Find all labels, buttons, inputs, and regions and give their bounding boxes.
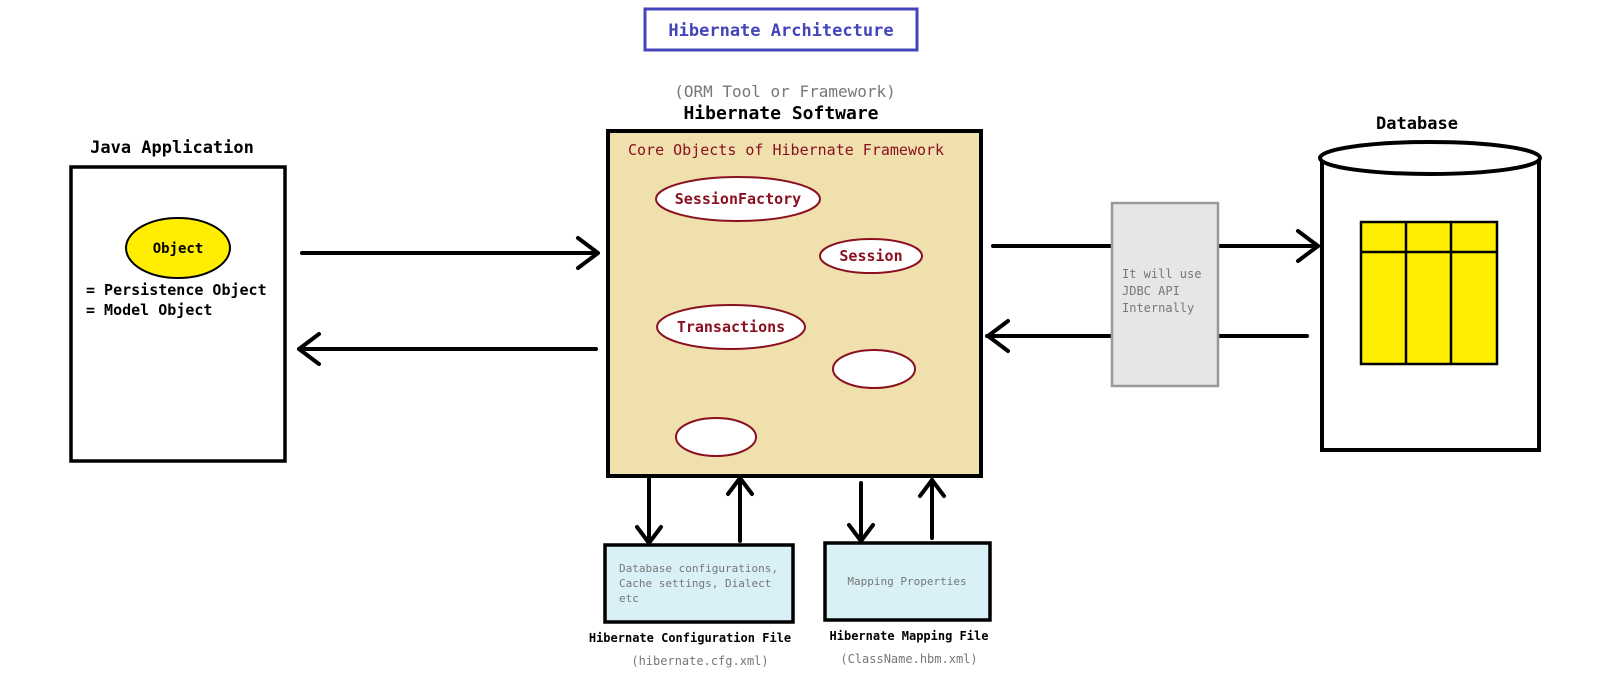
config-file-label: Hibernate Configuration File (589, 631, 791, 645)
config-file-name: (hibernate.cfg.xml) (631, 654, 768, 668)
sessionfactory-label: SessionFactory (675, 190, 801, 208)
config-line-2: Cache settings, Dialect (619, 577, 771, 590)
mapping-file-name: (ClassName.hbm.xml) (840, 652, 977, 666)
jdbc-note-box (1110, 201, 1220, 388)
session-ellipse (819, 238, 923, 274)
arrow-hibernate-to-mapping-head (847, 523, 875, 543)
database-cylinder-top (1318, 140, 1542, 176)
arrow-jdbc-to-hibernate-head (986, 319, 1010, 353)
diagram-title: Hibernate Architecture (668, 21, 893, 41)
persistence-object-text: = Persistence Object (86, 281, 267, 299)
java-app-box (69, 165, 287, 463)
title-box (643, 7, 919, 52)
object-ellipse (125, 217, 231, 279)
jdbc-note-line-1: It will use (1122, 267, 1201, 281)
mapping-file-label: Hibernate Mapping File (830, 629, 989, 643)
jdbc-note-line-3: Internally (1122, 301, 1194, 315)
empty-core-object-ellipse (675, 417, 757, 457)
model-object-text: = Model Object (86, 301, 212, 319)
mapping-file-box (823, 541, 992, 622)
jdbc-note-line-2: JDBC API (1122, 284, 1180, 298)
arrow-hibernate-to-config-head (635, 525, 663, 545)
hibernate-heading: Hibernate Software (683, 103, 878, 124)
config-line-3: etc (619, 592, 639, 605)
database-table-icon (1359, 220, 1499, 366)
sessionfactory-ellipse (655, 176, 821, 222)
hibernate-subtitle: (ORM Tool or Framework) (674, 82, 896, 101)
arrow-mapping-to-hibernate-head (918, 478, 946, 498)
core-objects-title: Core Objects of Hibernate Framework (628, 141, 944, 159)
transactions-label: Transactions (677, 318, 785, 336)
database-heading: Database (1376, 114, 1458, 134)
arrow-app-to-hibernate-head (576, 236, 600, 270)
transactions-ellipse (656, 304, 806, 350)
session-label: Session (839, 247, 902, 265)
arrow-hibernate-to-app-head (297, 332, 321, 366)
arrow-config-to-hibernate-head (726, 476, 754, 496)
object-label: Object (153, 241, 204, 257)
mapping-text: Mapping Properties (847, 575, 966, 588)
empty-core-object-ellipse (832, 349, 916, 389)
config-line-1: Database configurations, (619, 562, 778, 575)
config-file-box (603, 543, 795, 624)
java-app-heading: Java Application (90, 138, 254, 158)
arrow-jdbc-to-database-head (1296, 229, 1320, 263)
